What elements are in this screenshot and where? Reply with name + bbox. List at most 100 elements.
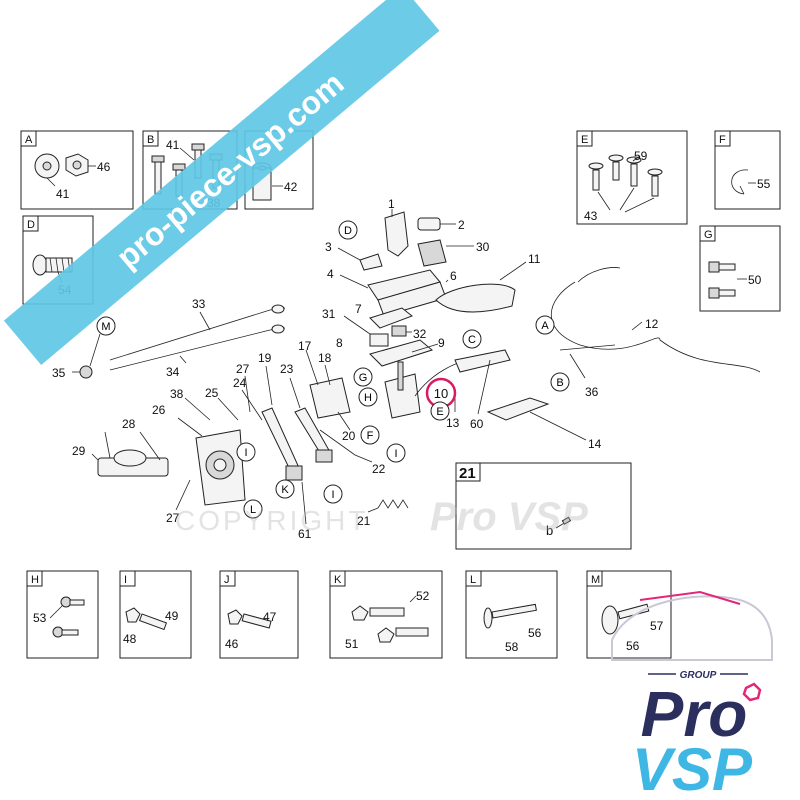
detail-box-i-letter: I [124, 574, 127, 586]
part-41-label: 41 [56, 187, 70, 201]
part-57-label: 57 [650, 619, 664, 633]
callout-11: 11 [528, 252, 541, 266]
part-46-j-label: 46 [225, 637, 239, 651]
callout-20: 20 [342, 429, 356, 443]
cable-12: 12 36 [551, 267, 761, 399]
detail-box-f-letter: F [719, 134, 726, 146]
callout-35: 35 [52, 366, 66, 380]
ref-f: F [367, 430, 374, 442]
callout-3: 3 [325, 240, 332, 254]
callout-8: 8 [336, 336, 343, 350]
callout-36: 36 [585, 385, 599, 399]
part-42-label: 42 [284, 180, 298, 194]
pedal-assembly: 29 28 26 27 38 25 27 24 19 23 [72, 339, 409, 541]
detail-box-l: L 56 58 [465, 570, 558, 659]
url-banner-text: pro-piece-vsp.com [109, 65, 350, 275]
callout-1: 1 [388, 197, 395, 211]
detail-box-f: F 55 [714, 130, 781, 210]
highlight-label: 10 [434, 386, 448, 401]
part-59-label: 59 [634, 149, 648, 163]
callout-6: 6 [450, 269, 457, 283]
detail-box-m: M 57 56 [586, 570, 672, 659]
callout-29: 29 [72, 444, 86, 458]
part-48-label: 48 [123, 632, 137, 646]
ref-i-2: I [394, 448, 397, 460]
callout-18: 18 [318, 351, 332, 365]
ref-k: K [281, 484, 289, 496]
detail-box-h-letter: H [31, 574, 39, 586]
callout-60: 60 [470, 417, 484, 431]
ref-m: M [101, 321, 110, 333]
callout-30: 30 [476, 240, 490, 254]
callout-27-lower: 27 [166, 511, 180, 525]
part-50-label: 50 [748, 273, 762, 287]
ref-b: B [556, 377, 563, 389]
part-49-label: 49 [165, 609, 179, 623]
callout-61: 61 [298, 527, 312, 541]
callout-34: 34 [166, 365, 180, 379]
detail-box-d-letter: D [27, 219, 35, 231]
callout-12: 12 [645, 317, 659, 331]
ref-g: G [359, 372, 368, 384]
callout-4: 4 [327, 267, 334, 281]
reference-letters: D M G H F E C A B I I I K L [96, 220, 570, 519]
callout-32: 32 [413, 327, 427, 341]
detail-box-k: K 52 51 [329, 570, 443, 659]
detail-box-i: I 49 48 [119, 570, 192, 659]
detail-box-j-letter: J [224, 574, 230, 586]
ref-e: E [436, 406, 443, 418]
part-41-b-label: 41 [166, 138, 180, 152]
logo-pro: Pro [641, 678, 748, 750]
callout-28: 28 [122, 417, 136, 431]
detail-box-e: E 59 43 [576, 130, 688, 225]
copyright-text: COPYRIGHT [175, 505, 368, 536]
detail-box-g: G 50 [699, 225, 781, 312]
detail-box-b-letter: B [147, 134, 154, 146]
detail-box-j: J 47 46 [219, 570, 299, 659]
detail-box-l-letter: L [470, 574, 476, 586]
copyright-watermark: COPYRIGHT Pro VSP [175, 495, 588, 539]
callout-22: 22 [372, 462, 386, 476]
callout-23: 23 [280, 362, 294, 376]
cables-33-34: 33 34 35 [52, 297, 286, 380]
part-47-label: 47 [263, 610, 277, 624]
detail-box-g-letter: G [704, 229, 713, 241]
callout-14: 14 [588, 437, 602, 451]
copyright-brand: Pro VSP [430, 495, 588, 539]
detail-box-e-letter: E [581, 134, 588, 146]
box-21-number: 21 [459, 465, 476, 482]
callout-19: 19 [258, 351, 272, 365]
detail-box-k-letter: K [334, 574, 342, 586]
box-21-part: b [546, 523, 553, 538]
detail-box-m-letter: M [591, 574, 600, 586]
detail-box-a-letter: A [25, 134, 33, 146]
callout-21: 21 [357, 514, 371, 528]
highlight-callout-10: 10 [425, 377, 457, 409]
ref-i-3: I [331, 489, 334, 501]
callout-17: 17 [298, 339, 312, 353]
part-53-label: 53 [33, 611, 47, 625]
ref-a: A [541, 320, 549, 332]
ref-h: H [364, 392, 372, 404]
ref-l: L [250, 504, 256, 516]
url-banner: pro-piece-vsp.com [3, 0, 440, 366]
callout-31: 31 [322, 307, 336, 321]
callout-27-upper: 27 [236, 362, 250, 376]
part-46-label: 46 [97, 160, 111, 174]
part-56-label: 56 [528, 626, 542, 640]
part-55-label: 55 [757, 177, 771, 191]
ref-c: C [468, 334, 476, 346]
detail-box-h: H 53 [26, 570, 99, 659]
callout-2: 2 [458, 218, 465, 232]
part-43-label: 43 [584, 209, 598, 223]
callout-24: 24 [233, 376, 247, 390]
callout-26: 26 [152, 403, 166, 417]
detail-box-a: A 46 41 [20, 130, 134, 210]
callout-38: 38 [170, 387, 184, 401]
ref-d: D [344, 225, 352, 237]
ref-i-1: I [244, 447, 247, 459]
pro-vsp-logo: GROUP Pro VSP [611, 590, 773, 800]
part-56-m-label: 56 [626, 639, 640, 653]
